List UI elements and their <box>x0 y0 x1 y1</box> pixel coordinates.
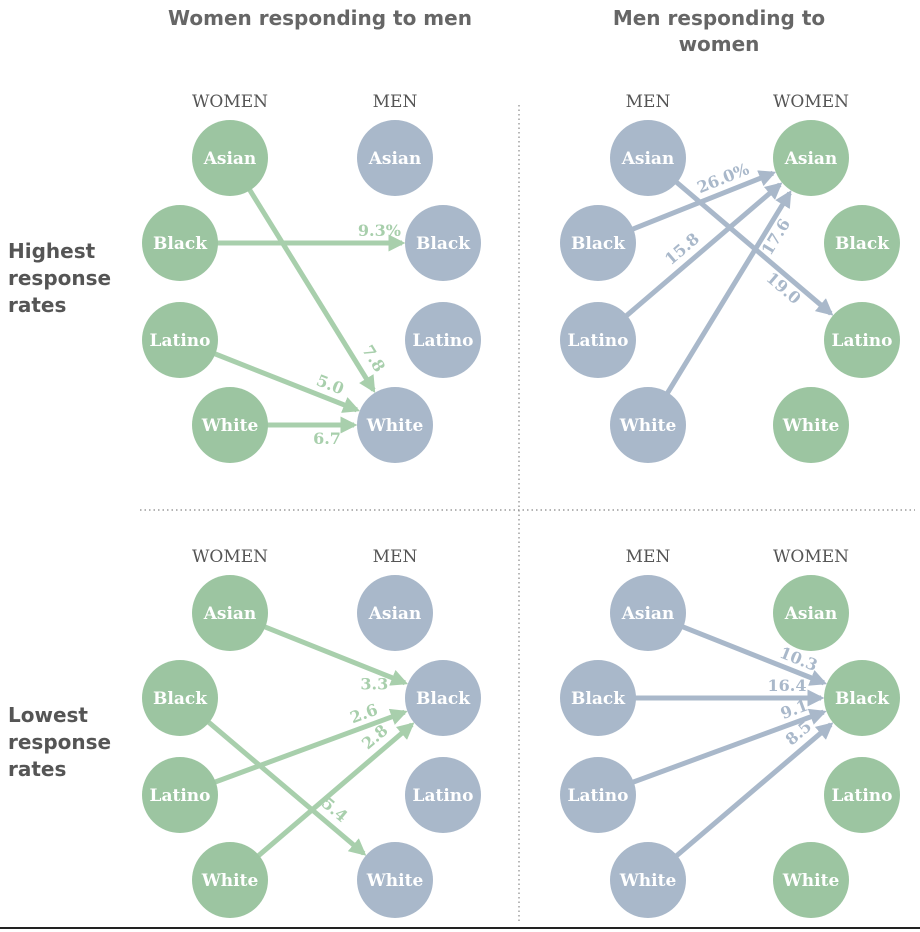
bottom-left-to-node-white <box>357 842 433 918</box>
top-right-from-node-label: Asian <box>621 149 675 169</box>
bottom-right-from-node-latino <box>560 757 636 833</box>
bottom-left-from-node-latino <box>142 757 218 833</box>
top-right-from-node-label: Black <box>571 234 626 254</box>
column-title-women-to-men: Women responding to men <box>168 6 472 30</box>
bottom-right-to-node-latino <box>824 757 900 833</box>
row-title-highest: Highest response rates <box>8 239 112 317</box>
top-right-to-node-latino <box>824 302 900 378</box>
top-right-arrow-white-to-asian <box>663 190 792 398</box>
bottom-left-from-node-black <box>142 660 218 736</box>
bottom-left-to-node-asian <box>357 575 433 651</box>
row-title-lowest: Lowest response rates <box>8 703 112 781</box>
bottom-left-arrow-latino-to-black <box>211 708 408 786</box>
bottom-left-from-node-label: Latino <box>150 786 211 806</box>
top-left-from-node-label: Black <box>153 234 208 254</box>
top-left-to-node-asian <box>357 120 433 196</box>
bottom-right-to-node-label: Latino <box>832 786 893 806</box>
top-left-from-node-label: White <box>201 416 259 436</box>
bottom-right-from-node-label: Black <box>571 689 626 709</box>
top-right-from-node-label: Latino <box>568 331 629 351</box>
top-right-to-node-label: Latino <box>832 331 893 351</box>
top-right-from-node-label: White <box>619 416 677 436</box>
top-right-to-node-white <box>773 387 849 463</box>
bottom-left-from-node-white <box>192 842 268 918</box>
bottom-left-from-header: WOMEN <box>192 547 268 567</box>
bottom-left-to-node-label: Latino <box>413 786 474 806</box>
top-left-from-node-asian <box>192 120 268 196</box>
top-left-from-node-label: Latino <box>150 331 211 351</box>
bottom-left-to-node-label: White <box>366 871 424 891</box>
bottom-right-from-node-label: Asian <box>621 604 675 624</box>
bottom-right-from-node-label: Latino <box>568 786 629 806</box>
bottom-right-from-node-white <box>610 842 686 918</box>
bottom-left-to-node-latino <box>405 757 481 833</box>
top-right-to-node-label: Asian <box>784 149 838 169</box>
top-right-from-node-black <box>560 205 636 281</box>
top-right-to-node-black <box>824 205 900 281</box>
bottom-right-to-node-white <box>773 842 849 918</box>
top-right-to-node-label: White <box>782 416 840 436</box>
top-right-from-node-asian <box>610 120 686 196</box>
top-left-to-node-black <box>405 205 481 281</box>
top-left-to-node-white <box>357 387 433 463</box>
top-left-from-node-label: Asian <box>203 149 257 169</box>
top-left-to-header: MEN <box>373 92 418 112</box>
top-left-from-node-white <box>192 387 268 463</box>
bottom-left-from-node-asian <box>192 575 268 651</box>
top-right-to-header: WOMEN <box>773 92 849 112</box>
bottom-right-from-header: MEN <box>626 547 671 567</box>
top-left-from-header: WOMEN <box>192 92 268 112</box>
bottom-left-from-node-label: White <box>201 871 259 891</box>
top-right-arrow-latino-to-asian <box>622 182 783 320</box>
bottom-right-to-node-label: White <box>782 871 840 891</box>
bottom-left-arrow-white-to-black <box>254 722 415 860</box>
top-left-to-node-label: Black <box>416 234 471 254</box>
top-left-arrow-asian-to-white <box>245 185 376 394</box>
bottom-left-to-node-label: Asian <box>368 604 422 624</box>
top-right-value-label: 15.8 <box>661 229 703 269</box>
bottom-right-value-label: 16.4 <box>767 676 806 695</box>
bottom-right-from-node-label: White <box>619 871 677 891</box>
bottom-left-to-node-label: Black <box>416 689 471 709</box>
top-left-arrow-latino-to-white <box>210 350 361 413</box>
top-left-to-node-label: Asian <box>368 149 422 169</box>
top-right-from-node-latino <box>560 302 636 378</box>
top-left-value-label: 9.3% <box>358 221 401 240</box>
bottom-right-to-node-black <box>824 660 900 736</box>
bottom-left-to-header: MEN <box>373 547 418 567</box>
bottom-right-arrow-latino-to-black <box>629 708 827 786</box>
top-left-from-node-latino <box>142 302 218 378</box>
top-left-to-node-label: White <box>366 416 424 436</box>
top-left-to-node-latino <box>405 302 481 378</box>
top-right-to-node-label: Black <box>835 234 890 254</box>
top-right-from-header: MEN <box>626 92 671 112</box>
top-left-to-node-label: Latino <box>413 331 474 351</box>
bottom-right-arrow-asian-to-black <box>678 623 828 686</box>
bottom-left-from-node-label: Black <box>153 689 208 709</box>
column-title-men-to-women: Men responding to women <box>612 6 826 56</box>
bottom-right-to-node-label: Black <box>835 689 890 709</box>
bottom-right-arrow-white-to-black <box>672 722 834 860</box>
top-left-value-label: 6.7 <box>313 429 341 448</box>
bottom-right-to-header: WOMEN <box>773 547 849 567</box>
bottom-right-from-node-asian <box>610 575 686 651</box>
top-right-from-node-white <box>610 387 686 463</box>
top-left-from-node-black <box>142 205 218 281</box>
bottom-left-from-node-label: Asian <box>203 604 257 624</box>
bottom-left-arrow-asian-to-black <box>260 623 409 686</box>
bottom-left-arrow-black-to-white <box>204 718 367 856</box>
top-right-to-node-asian <box>773 120 849 196</box>
bottom-right-from-node-black <box>560 660 636 736</box>
bottom-left-value-label: 3.3 <box>360 675 388 694</box>
bottom-right-to-node-asian <box>773 575 849 651</box>
bottom-left-to-node-black <box>405 660 481 736</box>
bottom-right-to-node-label: Asian <box>784 604 838 624</box>
top-right-arrow-asian-to-latino <box>672 178 834 316</box>
